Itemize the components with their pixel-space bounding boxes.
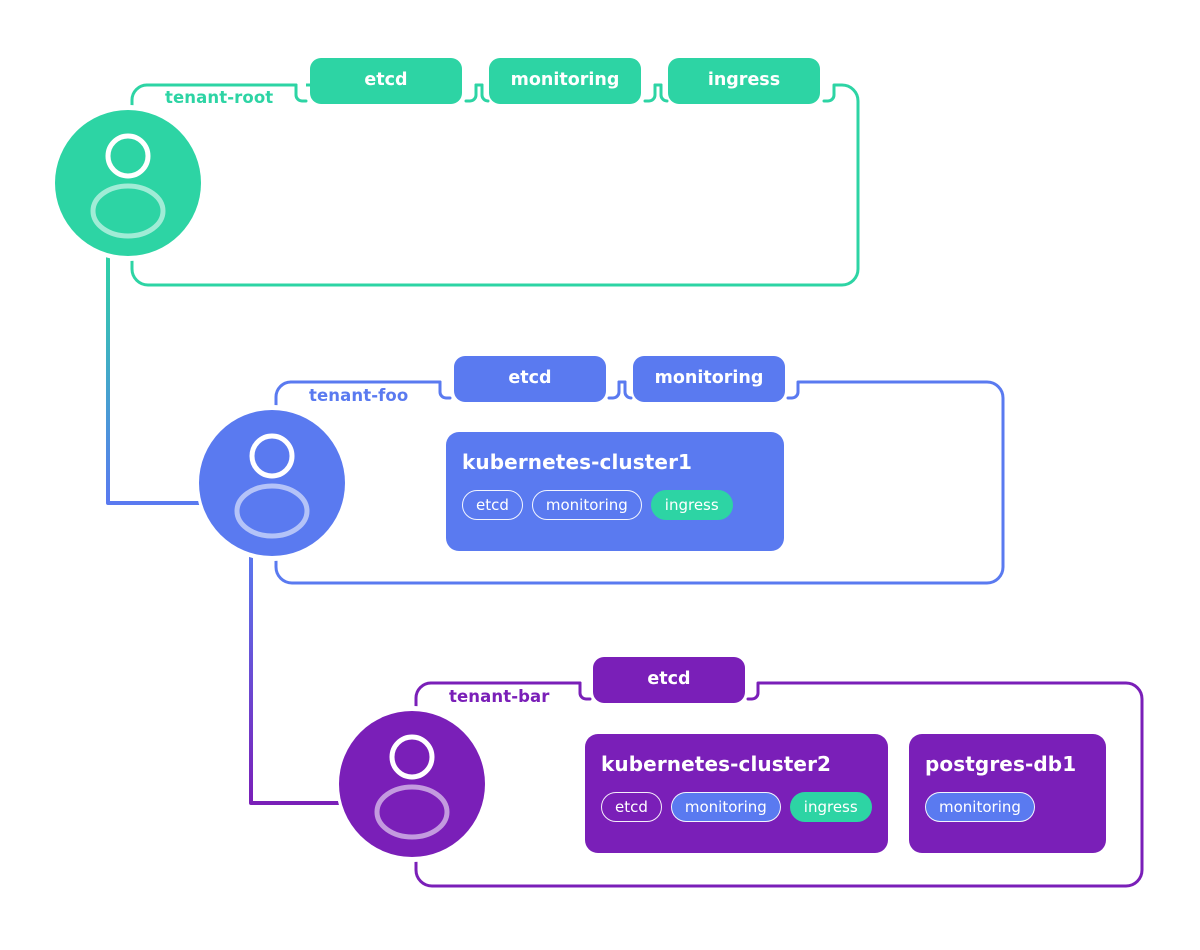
tenant-label-tenant-foo: tenant-foo bbox=[309, 386, 409, 405]
border-chip-tenant-root-ingress[interactable]: ingress bbox=[668, 58, 820, 104]
border-chip-tenant-bar-etcd[interactable]: etcd bbox=[593, 657, 745, 703]
avatar-halo-tenant-root bbox=[52, 105, 208, 261]
user-avatar-icon-tenant-foo bbox=[237, 436, 307, 536]
border-chip-tenant-root-monitoring[interactable]: monitoring bbox=[489, 58, 641, 104]
tenant-label-tenant-bar: tenant-bar bbox=[449, 687, 550, 706]
resource-chip-ingress[interactable]: ingress bbox=[789, 792, 872, 822]
user-avatar-icon-tenant-root bbox=[93, 136, 163, 236]
border-chip-tenant-root-etcd[interactable]: etcd bbox=[310, 58, 462, 104]
resource-card-chip-row: monitoring bbox=[925, 792, 1090, 822]
resource-chip-ingress[interactable]: ingress bbox=[650, 490, 733, 520]
avatar-halo-tenant-bar bbox=[336, 706, 492, 862]
avatar-circle-tenant-bar[interactable] bbox=[339, 711, 485, 857]
resource-chip-monitoring[interactable]: monitoring bbox=[925, 792, 1035, 822]
group-outline-tenant-root bbox=[130, 83, 860, 287]
resource-chip-etcd[interactable]: etcd bbox=[462, 490, 523, 520]
resource-card-chip-row: etcd monitoring ingress bbox=[462, 490, 768, 520]
connector-tenant-foo-to-tenant-bar bbox=[249, 548, 344, 805]
border-chip-tenant-foo-monitoring[interactable]: monitoring bbox=[633, 356, 785, 402]
avatar-circle-tenant-root[interactable] bbox=[55, 110, 201, 256]
user-avatar-icon-tenant-bar bbox=[377, 737, 447, 837]
connector-tenant-root-to-tenant-foo bbox=[106, 248, 202, 505]
resource-card-title: kubernetes-cluster2 bbox=[601, 752, 832, 776]
resource-chip-etcd[interactable]: etcd bbox=[601, 792, 662, 822]
tenant-label-tenant-root: tenant-root bbox=[165, 88, 274, 107]
resource-card-kubernetes-cluster2[interactable]: kubernetes-cluster2 etcd monitoring ingr… bbox=[585, 734, 888, 853]
resource-card-title: kubernetes-cluster1 bbox=[462, 450, 693, 474]
border-chip-tenant-foo-etcd[interactable]: etcd bbox=[454, 356, 606, 402]
resource-card-title: postgres-db1 bbox=[925, 752, 1077, 776]
resource-card-postgres-db1[interactable]: postgres-db1 monitoring bbox=[909, 734, 1106, 853]
resource-card-kubernetes-cluster1[interactable]: kubernetes-cluster1 etcd monitoring ingr… bbox=[446, 432, 784, 551]
avatar-circle-tenant-foo[interactable] bbox=[199, 410, 345, 556]
resource-chip-monitoring[interactable]: monitoring bbox=[531, 490, 642, 520]
avatar-halo-tenant-foo bbox=[196, 405, 352, 561]
resource-chip-monitoring[interactable]: monitoring bbox=[670, 792, 781, 822]
resource-card-chip-row: etcd monitoring ingress bbox=[601, 792, 872, 822]
